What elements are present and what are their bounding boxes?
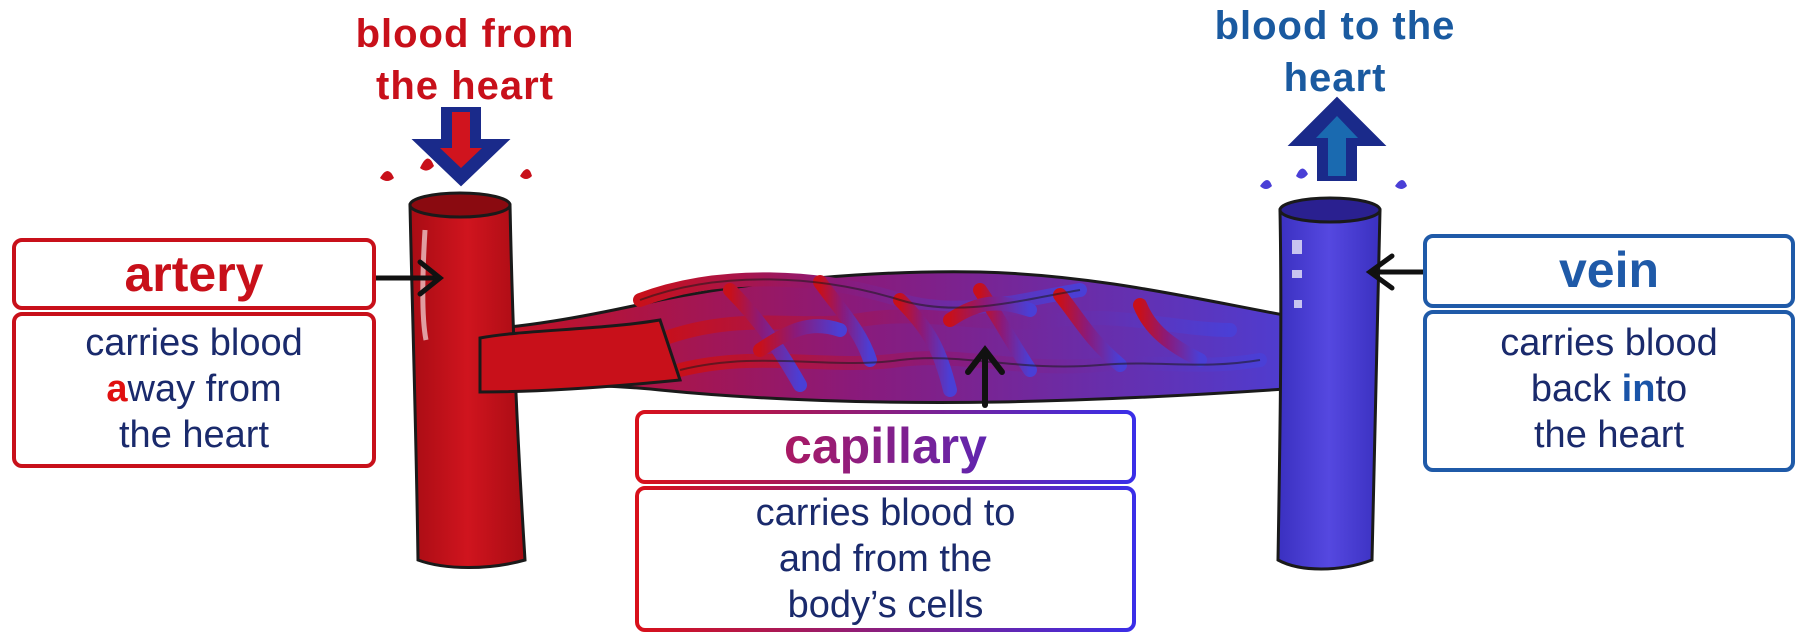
blood-from-heart-line2: the heart — [300, 60, 630, 112]
blood-to-heart-line2: heart — [1160, 52, 1510, 104]
vein-desc-line3: the heart — [1425, 412, 1793, 458]
vein-highlight-in: in — [1622, 368, 1656, 410]
vein-desc-line2-pre: back — [1531, 368, 1622, 410]
capillary-desc-line2: and from the — [637, 536, 1134, 582]
vein-desc-line2-post: to — [1655, 368, 1687, 410]
blood-from-heart-label: blood from the heart — [300, 8, 630, 112]
artery-desc-line2: away from — [14, 366, 374, 412]
artery-desc-line2-rest: way from — [128, 368, 282, 410]
artery-desc-line1: carries blood — [14, 320, 374, 366]
capillary-desc-line3: body’s cells — [637, 582, 1134, 628]
vein-desc-line1: carries blood — [1425, 320, 1793, 366]
blood-to-heart-line1: blood to the — [1160, 0, 1510, 52]
vein-description: carries blood back into the heart — [1425, 320, 1793, 458]
artery-description: carries blood away from the heart — [14, 320, 374, 458]
capillary-description: carries blood to and from the body’s cel… — [637, 490, 1134, 628]
capillary-desc-line1: carries blood to — [637, 490, 1134, 536]
blood-from-heart-line1: blood from — [300, 8, 630, 60]
vein-title: vein — [1425, 240, 1793, 300]
artery-desc-line3: the heart — [14, 412, 374, 458]
blood-to-heart-label: blood to the heart — [1160, 0, 1510, 104]
vein-desc-line2: back into — [1425, 366, 1793, 412]
artery-highlight-a: a — [106, 368, 127, 410]
capillary-title: capillary — [637, 416, 1134, 476]
artery-title: artery — [14, 244, 374, 304]
